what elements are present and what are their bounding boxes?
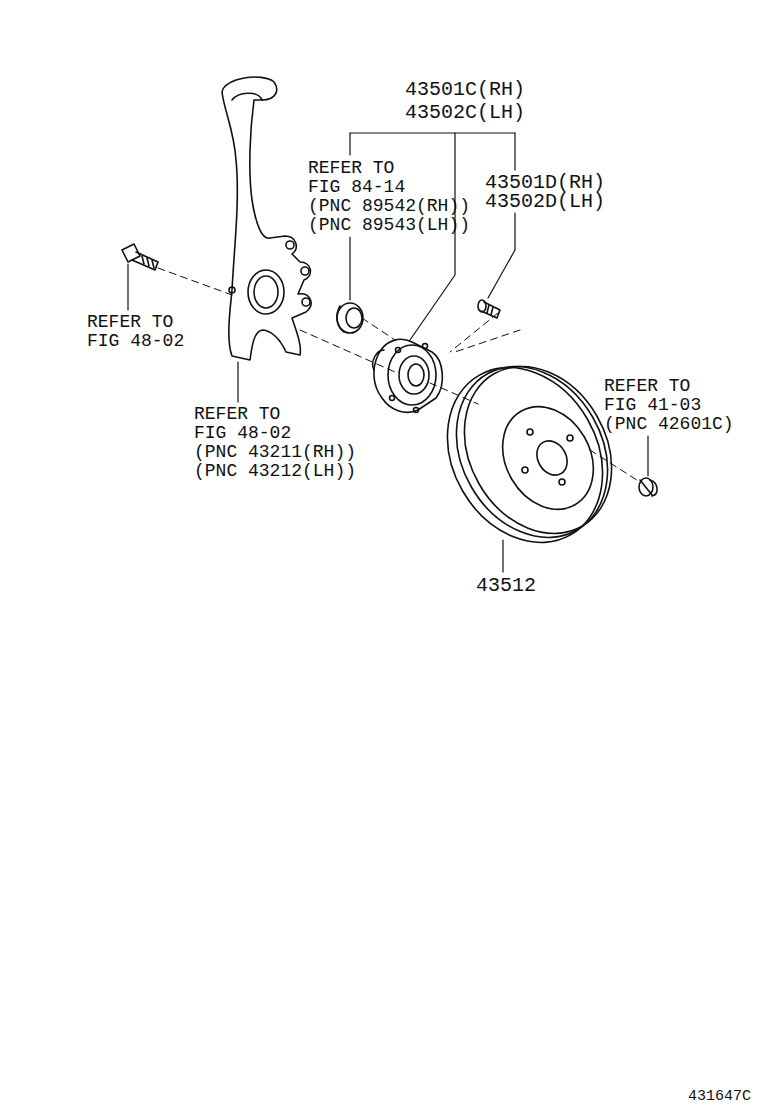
reference-note: REFER TO [308, 159, 394, 177]
leader-line [647, 436, 648, 476]
center-line [158, 268, 232, 295]
leader-line [410, 133, 455, 340]
screw [639, 478, 657, 496]
center-line [362, 318, 395, 340]
leader-line [502, 540, 503, 572]
figure-code: 431647C [688, 1089, 751, 1104]
leader-line [349, 133, 350, 155]
steering-knuckle [222, 77, 311, 360]
reference-note: FIG 48-02 [194, 424, 291, 442]
reference-note: (PNC 43211(RH)) [194, 443, 356, 461]
reference-note: FIG 41-03 [604, 396, 701, 414]
sensor-cap [337, 303, 363, 333]
callout-number: 43501D(RH) [485, 173, 605, 193]
leader-line [127, 264, 128, 310]
leader-line [350, 132, 515, 133]
reference-note: REFER TO [604, 377, 690, 395]
reference-note: FIG 84-14 [308, 178, 405, 196]
reference-note: (PNC 89542(RH)) [308, 197, 470, 215]
reference-note: REFER TO [87, 313, 173, 331]
center-line [450, 313, 498, 352]
callout-number: 43502C(LH) [405, 103, 525, 123]
reference-note: (PNC 43212(LH)) [194, 462, 356, 480]
callout-number: 43512 [476, 576, 536, 596]
callout-number: 43501C(RH) [405, 80, 525, 100]
reference-note: REFER TO [194, 405, 280, 423]
leader-line [514, 133, 515, 170]
leader-line [488, 213, 515, 298]
disc-rotor [417, 339, 641, 571]
leader-line [349, 237, 350, 300]
center-line [590, 450, 640, 482]
leader-line [237, 362, 238, 402]
reference-note: (PNC 89543(LH)) [308, 216, 470, 234]
hub-bolt [478, 300, 500, 318]
hub-bearing [373, 339, 443, 412]
callout-number: 43502D(LH) [485, 192, 605, 212]
reference-note: (PNC 42601C) [604, 415, 734, 433]
center-line [455, 330, 520, 352]
center-line [300, 330, 395, 372]
reference-note: FIG 48-02 [87, 332, 184, 350]
